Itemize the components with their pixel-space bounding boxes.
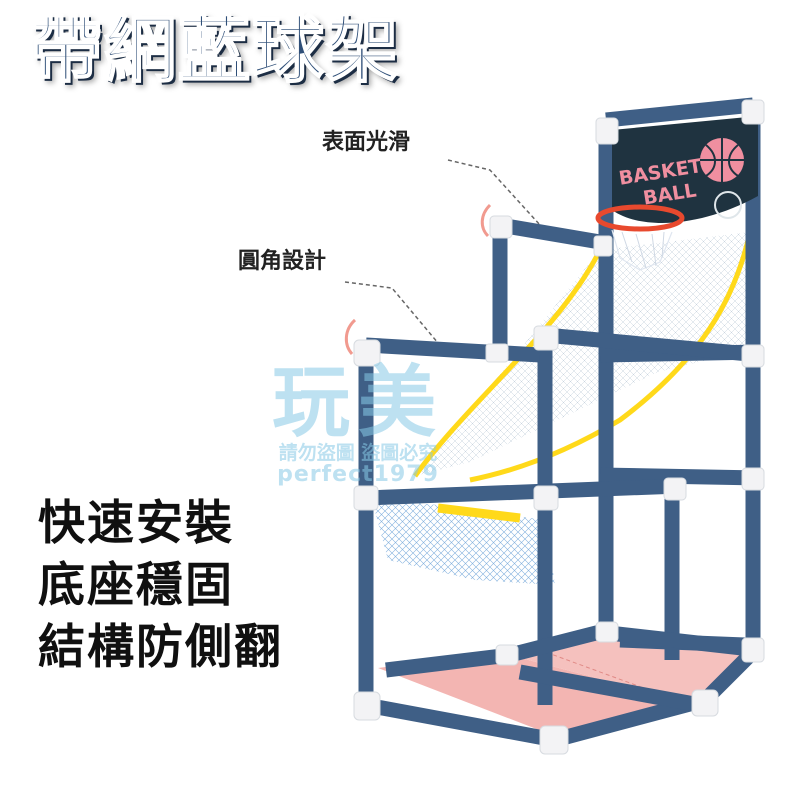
callout-rounded-corners: 圓角設計 (238, 249, 327, 274)
feature-list: 快速安裝 底座穩固 結構防側翻 (38, 493, 283, 679)
callout-leader-rounded (344, 281, 439, 344)
page-title: 帶網藍球架 (29, 8, 401, 92)
feature-item: 底座穩固 (38, 558, 234, 613)
callout-leader-smooth (447, 159, 541, 226)
backboard: BASKET BALL (612, 116, 758, 223)
basketball-outline-icon (714, 191, 742, 219)
net-ramp (415, 232, 750, 476)
pipe-joints (353, 99, 765, 755)
net-trim-right (469, 231, 753, 483)
feature-item: 結構防側翻 (38, 620, 283, 675)
net-trim-left (412, 248, 603, 478)
feature-item: 快速安裝 (38, 496, 234, 551)
net-sagging-pocket (372, 500, 555, 585)
callout-smooth-surface: 表面光滑 (322, 130, 411, 155)
hoop (595, 204, 685, 271)
